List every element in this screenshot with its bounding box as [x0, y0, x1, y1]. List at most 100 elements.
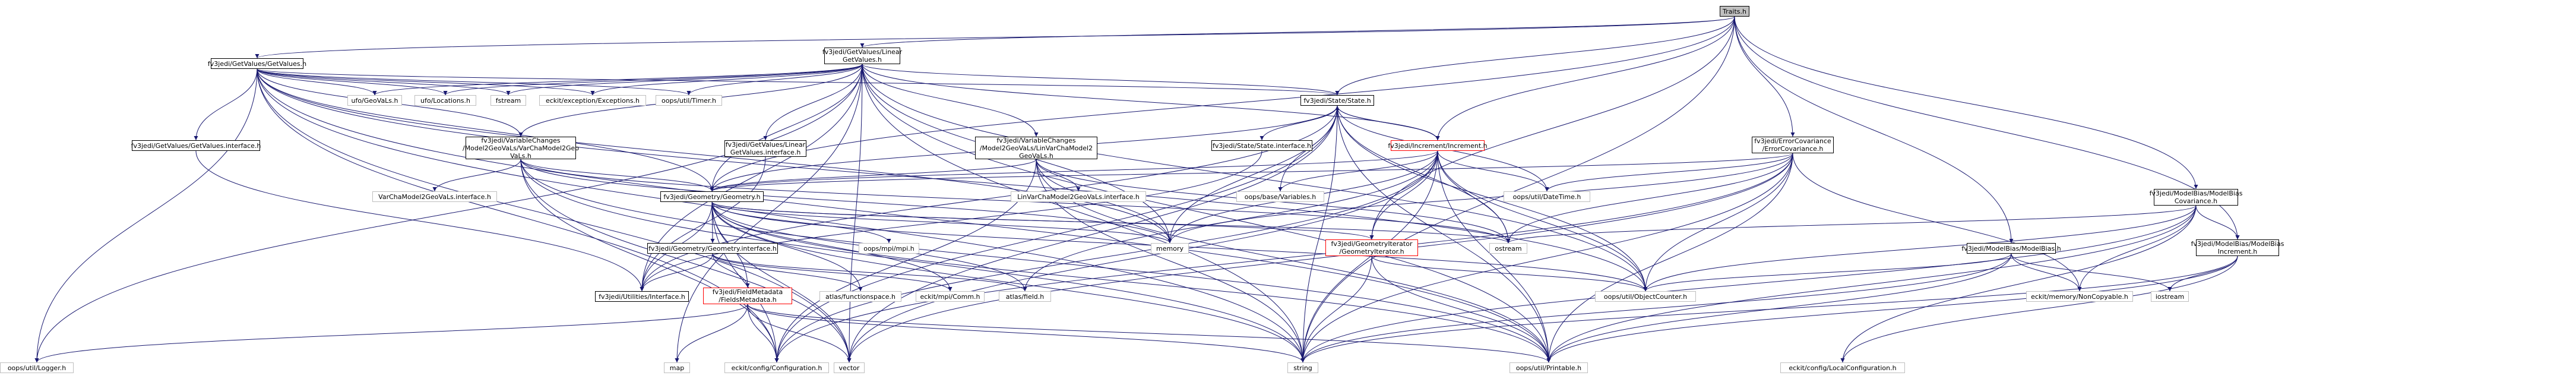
- node-eckit-comm[interactable]: eckit/mpi/Comm.h: [916, 291, 985, 302]
- include-edge-getvalues-oops_logger: [34, 68, 258, 363]
- node-geometry-interface[interactable]: fv3jedi/Geometry/Geometry.interface.h: [647, 243, 778, 254]
- include-edge-traits-modelbiasinc: [1734, 16, 2240, 240]
- include-edge-getvalues-getvalues_interface: [194, 68, 258, 141]
- include-edge-increment-state: [1335, 105, 1438, 141]
- include-edge-lineargetvalues-ufo_locations: [443, 64, 863, 96]
- include-edge-modelbiascov-modelbiasinc: [2195, 205, 2240, 240]
- include-edge-varchange_nl-varcha_interface: [432, 159, 521, 192]
- include-edge-traits-string: [1300, 16, 1735, 363]
- include-edge-state-memory: [1167, 105, 1338, 244]
- node-ufo-geovals[interactable]: ufo/GeoVaLs.h: [347, 95, 402, 106]
- include-edge-increment-eckit_configuration: [774, 150, 1438, 363]
- node-oops-timer[interactable]: oops/util/Timer.h: [656, 95, 722, 106]
- node-errorcov[interactable]: fv3jedi/ErrorCovariance /ErrorCovariance…: [1752, 137, 1834, 153]
- node-getvalues[interactable]: fv3jedi/GetValues/GetValues.h: [208, 58, 306, 69]
- include-edge-lineargetvalues-geometry: [710, 64, 863, 192]
- node-modelbiasinc[interactable]: fv3jedi/ModelBias/ModelBias Increment.h: [2191, 239, 2284, 256]
- include-edge-modelbiascov-ostream: [1506, 205, 2197, 244]
- node-map[interactable]: map: [664, 362, 690, 373]
- node-eckit-exceptions[interactable]: eckit/exception/Exceptions.h: [539, 95, 646, 106]
- include-edge-traits-increment: [1435, 16, 1735, 141]
- include-edge-geometry_interface-atlas_functionspace: [712, 253, 863, 292]
- node-fstream[interactable]: fstream: [490, 95, 526, 106]
- node-eckit-noncopyable[interactable]: eckit/memory/NonCopyable.h: [2026, 291, 2133, 302]
- node-lineargetvalues[interactable]: fv3jedi/GetValues/Linear GetValues.h: [822, 48, 903, 64]
- node-ufo-locations[interactable]: ufo/Locations.h: [414, 95, 476, 106]
- node-oops-mpi[interactable]: oops/mpi/mpi.h: [859, 243, 919, 254]
- node-vector[interactable]: vector: [834, 362, 865, 373]
- include-edge-fieldmetadata-string: [747, 304, 1305, 363]
- include-edge-geometryiterator-oops_printable: [1371, 255, 1551, 363]
- include-edge-increment-vector: [847, 150, 1438, 363]
- include-edge-increment-geometryiterator: [1369, 150, 1438, 240]
- include-edge-increment-oops_printable: [1437, 150, 1551, 363]
- include-edge-geometryiterator-oops_objectcounter: [1371, 255, 1648, 292]
- include-edge-varchange_nl-memory: [520, 159, 1172, 244]
- node-state-interface[interactable]: fv3jedi/State/State.interface.h: [1211, 140, 1312, 151]
- include-edge-lineargetvalues-oops_logger: [34, 64, 863, 363]
- include-edge-geometry-vector: [711, 201, 852, 363]
- include-edge-getvalues_interface-utilities_interface: [195, 150, 644, 292]
- node-ostream[interactable]: ostream: [1489, 243, 1527, 254]
- include-edge-fieldmetadata-oops_logger: [34, 304, 748, 363]
- node-getvalues-interface[interactable]: fv3jedi/GetValues/GetValues.interface.h: [131, 140, 261, 151]
- node-eckit-localconfig[interactable]: eckit/config/LocalConfiguration.h: [1780, 362, 1905, 373]
- node-oops-logger[interactable]: oops/util/Logger.h: [0, 362, 74, 373]
- node-increment[interactable]: fv3jedi/Increment/Increment.h: [1388, 140, 1488, 151]
- include-edge-getvalues-oops_timer: [257, 68, 691, 96]
- include-edge-increment-oops_datetime: [1437, 150, 1549, 192]
- include-edge-varchange_nl-oops_printable: [520, 159, 1551, 363]
- node-atlas-functionspace[interactable]: atlas/functionspace.h: [819, 291, 901, 302]
- include-edge-geometry-oops_printable: [711, 201, 1551, 363]
- include-edge-getvalues-eckit_configuration: [257, 68, 779, 363]
- node-modelbiascov[interactable]: fv3jedi/ModelBias/ModelBias Covariance.h: [2149, 189, 2243, 206]
- node-atlas-field[interactable]: atlas/field.h: [999, 291, 1051, 302]
- include-edge-geometry_interface-utilities_interface: [640, 253, 713, 292]
- node-linvarcha-interface[interactable]: LinVarChaModel2GeoVaLs.interface.h: [1011, 191, 1146, 202]
- node-fieldmetadata[interactable]: fv3jedi/FieldMetadata /FieldsMetadata.h: [703, 288, 792, 304]
- include-edge-getvalues-oops_objectcounter: [257, 68, 1648, 292]
- node-traits[interactable]: Traits.h: [1720, 6, 1749, 17]
- include-edge-modelbiasinc-iostream: [2167, 255, 2238, 292]
- include-edge-state_interface-utilities_interface: [640, 150, 1262, 292]
- node-string[interactable]: string: [1287, 362, 1318, 373]
- node-oops-basevars[interactable]: oops/base/Variables.h: [1236, 191, 1324, 202]
- node-varchange-nl[interactable]: fv3jedi/VariableChanges /Model2GeoVaLs/V…: [462, 136, 580, 160]
- include-edge-state-vector: [847, 105, 1338, 363]
- node-oops-objectcounter[interactable]: oops/util/ObjectCounter.h: [1595, 291, 1696, 302]
- node-eckit-configuration[interactable]: eckit/config/Configuration.h: [724, 362, 829, 373]
- include-edge-geometry_interface-fieldmetadata: [712, 253, 750, 288]
- include-edge-errorcov-eckit_configuration: [774, 153, 1793, 363]
- include-edge-lineargetvalues-state: [862, 64, 1340, 96]
- include-edge-fieldmetadata-map: [675, 304, 748, 363]
- include-edge-traits-modelbias: [1734, 16, 2014, 244]
- include-edge-modelbias-oops_objectcounter: [1643, 253, 2012, 292]
- include-edge-traits-modelbiascov: [1734, 16, 2198, 190]
- include-edge-modelbiasinc-eckit_localconfig: [1840, 255, 2238, 363]
- include-edge-increment-oops_objectcounter: [1437, 150, 1648, 292]
- include-edge-lineargetvalues-lineargetvalues_interface: [763, 64, 863, 141]
- include-edge-state-state_interface: [1259, 105, 1338, 141]
- node-varcha-interface[interactable]: VarChaModel2GeoVaLs.interface.h: [372, 191, 497, 202]
- include-edge-traits-getvalues: [255, 16, 1735, 59]
- node-state[interactable]: fv3jedi/State/State.h: [1300, 95, 1374, 106]
- node-memory[interactable]: memory: [1151, 243, 1189, 254]
- node-utilities-interface[interactable]: fv3jedi/Utilities/Interface.h: [595, 291, 689, 302]
- node-iostream[interactable]: iostream: [2151, 291, 2189, 302]
- include-edge-traits-lineargetvalues: [860, 16, 1735, 48]
- include-edge-getvalues-oops_printable: [257, 68, 1551, 363]
- node-modelbias[interactable]: fv3jedi/ModelBias/ModelBias.h: [1961, 243, 2061, 254]
- include-edge-geometryiterator-string: [1300, 255, 1372, 363]
- include-edge-errorcov-vector: [847, 153, 1793, 363]
- include-edge-getvalues-fstream: [257, 68, 511, 96]
- node-oops-printable[interactable]: oops/util/Printable.h: [1509, 362, 1588, 373]
- node-geometryiterator[interactable]: fv3jedi/GeometryIterator /GeometryIterat…: [1325, 239, 1418, 256]
- include-edge-varchange_lm-geometry: [710, 159, 1037, 192]
- include-edge-getvalues-eckit_exceptions: [257, 68, 595, 96]
- include-edge-modelbiascov-string: [1300, 205, 2197, 363]
- include-edge-lineargetvalues-ufo_geovals: [372, 64, 863, 96]
- node-lineargetvalues-interface[interactable]: fv3jedi/GetValues/Linear GetValues.inter…: [724, 140, 806, 157]
- node-oops-datetime[interactable]: oops/util/DateTime.h: [1504, 191, 1590, 202]
- node-varchange-lm[interactable]: fv3jedi/VariableChanges /Model2GeoVaLs/L…: [975, 137, 1097, 160]
- node-geometry[interactable]: fv3jedi/Geometry/Geometry.h: [660, 191, 764, 202]
